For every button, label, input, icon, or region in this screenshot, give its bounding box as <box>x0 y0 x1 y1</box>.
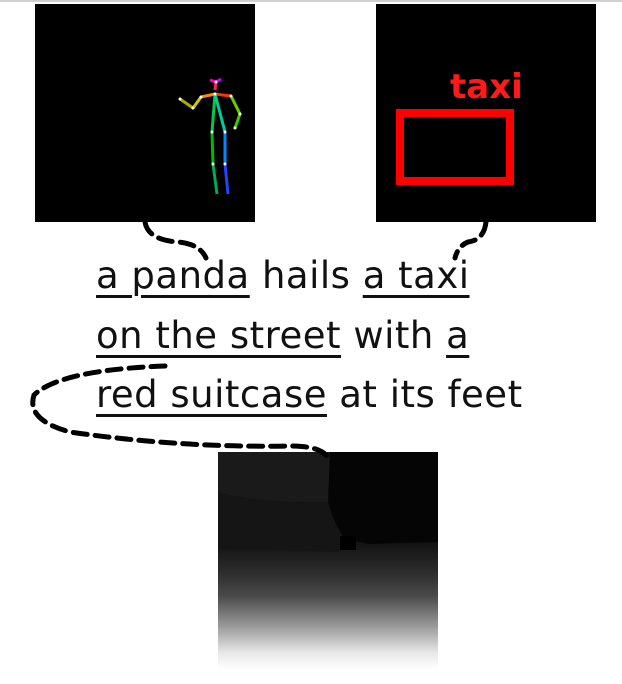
bounding-box-drawing: taxi <box>396 67 523 185</box>
bounding-box-panel: taxi <box>376 4 596 222</box>
caption-line-2: on the street with a <box>96 314 469 357</box>
phrase-at-its-feet: at its feet <box>326 373 523 416</box>
caption-line-3: red suitcase at its feet <box>96 373 523 416</box>
word-with: with <box>341 314 447 357</box>
connector-pose-to-panda <box>142 219 209 261</box>
pose-skeleton-panel <box>35 4 255 222</box>
caption-line-1: a panda hails a taxi <box>96 254 470 297</box>
taxi-bounding-box <box>396 109 514 185</box>
depth-map-shapes <box>218 452 438 552</box>
word-hails: hails <box>249 254 363 297</box>
phrase-a-taxi: a taxi <box>362 254 470 297</box>
top-divider <box>0 0 622 2</box>
depth-map-panel <box>218 452 438 670</box>
pose-skeleton <box>178 77 242 195</box>
phrase-a: a <box>446 314 470 357</box>
connector-suitcase-to-depth <box>30 363 331 461</box>
connector-box-to-taxi <box>452 219 489 261</box>
box-label: taxi <box>450 67 523 107</box>
phrase-on-the-street: on the street <box>96 314 342 357</box>
phrase-red-suitcase: red suitcase <box>96 373 327 416</box>
phrase-a-panda: a panda <box>96 254 250 297</box>
